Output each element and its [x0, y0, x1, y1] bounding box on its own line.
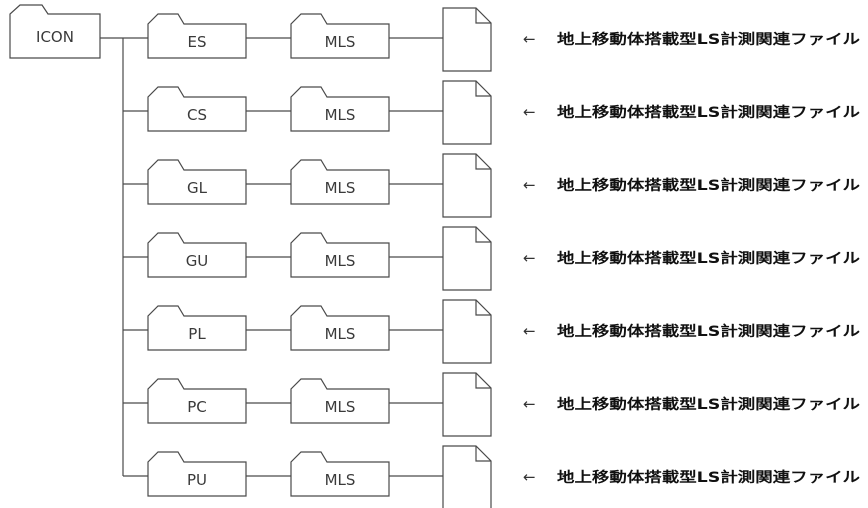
subfolder-label: MLS	[325, 33, 356, 51]
tree-row: GU MLS ← 地上移動体搭載型LS計測関連ファイル	[123, 226, 860, 291]
folder-icon	[147, 305, 247, 351]
folder-icon	[147, 159, 247, 205]
file-description: 地上移動体搭載型LS計測関連ファイル	[557, 250, 860, 267]
folder-label: PU	[187, 471, 207, 489]
folder-label: GL	[187, 179, 208, 197]
root-folder: ICON	[9, 4, 101, 59]
file-description: 地上移動体搭載型LS計測関連ファイル	[557, 323, 860, 340]
file-fold-mark	[475, 227, 491, 243]
root-folder-label: ICON	[36, 28, 74, 46]
left-arrow-icon: ←	[523, 176, 536, 194]
file-description: 地上移動体搭載型LS計測関連ファイル	[557, 31, 860, 48]
subfolder-icon	[290, 13, 390, 59]
subfolder-label: MLS	[325, 325, 356, 343]
folder-label: PL	[188, 325, 206, 343]
file-description: 地上移動体搭載型LS計測関連ファイル	[557, 104, 860, 121]
tree-row: GL MLS ← 地上移動体搭載型LS計測関連ファイル	[123, 153, 860, 218]
file-icon	[442, 153, 492, 218]
tree-row: ES MLS ← 地上移動体搭載型LS計測関連ファイル	[123, 7, 860, 72]
folder-icon	[147, 451, 247, 497]
subfolder-label: MLS	[325, 179, 356, 197]
file-description: 地上移動体搭載型LS計測関連ファイル	[557, 396, 860, 413]
left-arrow-icon: ←	[523, 322, 536, 340]
subfolder-icon	[290, 305, 390, 351]
file-icon	[442, 299, 492, 364]
subfolder-icon	[290, 451, 390, 497]
subfolder-label: MLS	[325, 471, 356, 489]
subfolder-icon	[290, 232, 390, 278]
tree-connectors	[100, 37, 124, 476]
subfolder-label: MLS	[325, 398, 356, 416]
left-arrow-icon: ←	[523, 395, 536, 413]
left-arrow-icon: ←	[523, 30, 536, 48]
folder-label: PC	[187, 398, 207, 416]
file-fold-mark	[475, 373, 491, 389]
folder-label: ES	[188, 33, 207, 51]
subfolder-label: MLS	[325, 106, 356, 124]
tree-rows: ES MLS ← 地上移動体搭載型LS計測関連ファイル CS MLS ← 地上移動体搭載型LS…	[123, 7, 860, 508]
subfolder-icon	[290, 378, 390, 424]
file-icon	[442, 226, 492, 291]
file-icon	[442, 372, 492, 437]
left-arrow-icon: ←	[523, 468, 536, 486]
left-arrow-icon: ←	[523, 103, 536, 121]
folder-label: GU	[186, 252, 209, 270]
folder-icon	[147, 232, 247, 278]
file-icon	[442, 7, 492, 72]
folder-label: CS	[187, 106, 207, 124]
file-fold-mark	[475, 8, 491, 24]
file-description: 地上移動体搭載型LS計測関連ファイル	[557, 469, 860, 486]
folder-icon	[147, 13, 247, 59]
subfolder-icon	[290, 159, 390, 205]
file-fold-mark	[475, 300, 491, 316]
subfolder-label: MLS	[325, 252, 356, 270]
subfolder-icon	[290, 86, 390, 132]
tree-row: PL MLS ← 地上移動体搭載型LS計測関連ファイル	[123, 299, 860, 364]
file-fold-mark	[475, 81, 491, 97]
file-icon	[442, 80, 492, 145]
tree-row: PU MLS ← 地上移動体搭載型LS計測関連ファイル	[123, 445, 860, 508]
file-description: 地上移動体搭載型LS計測関連ファイル	[557, 177, 860, 194]
file-fold-mark	[475, 154, 491, 170]
tree-row: PC MLS ← 地上移動体搭載型LS計測関連ファイル	[123, 372, 860, 437]
tree-row: CS MLS ← 地上移動体搭載型LS計測関連ファイル	[123, 80, 860, 145]
folder-icon	[147, 86, 247, 132]
left-arrow-icon: ←	[523, 249, 536, 267]
folder-icon	[147, 378, 247, 424]
file-icon	[442, 445, 492, 508]
file-fold-mark	[475, 446, 491, 462]
root-folder-icon	[9, 4, 101, 59]
